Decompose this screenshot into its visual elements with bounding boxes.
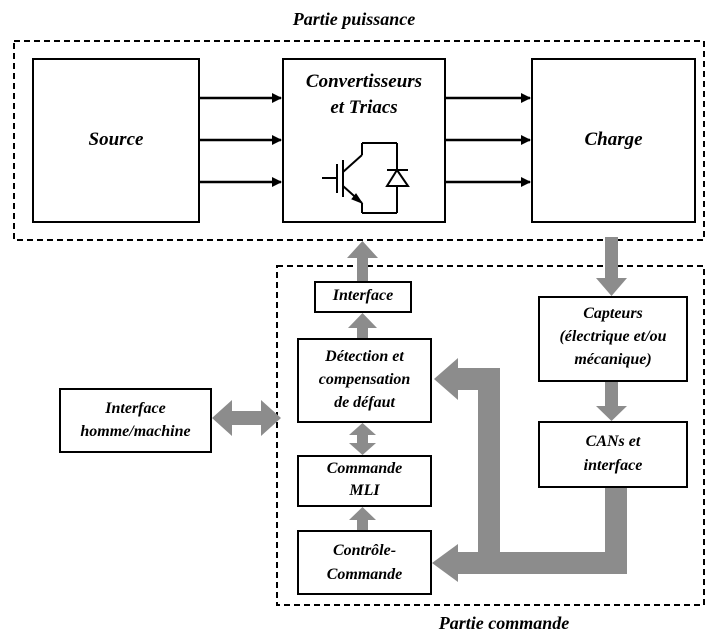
hmi-label-line2: homme/machine [80, 423, 191, 440]
sensors-label-line2: (électrique et/ou [559, 328, 667, 345]
power-section-frame [13, 40, 705, 241]
load-block [531, 58, 696, 223]
adc-block [538, 421, 688, 488]
flow-bus-bottom [458, 552, 627, 574]
converter-label-line1: Convertisseurs [305, 71, 423, 92]
fault-label-line1: Détection et [325, 348, 404, 365]
source-label: Source [88, 129, 144, 150]
flow-arrow-controller-to-pwm [349, 507, 376, 530]
flow-arrow-into-controller [432, 544, 458, 582]
sensors-block [538, 296, 688, 382]
flow-arrow-sensors-to-adc [596, 381, 627, 421]
controller-label-line2: Commande [326, 566, 403, 583]
control-section-title: Partie commande [438, 613, 570, 633]
converter-block [282, 58, 446, 223]
pwm-label-line1: Commande [326, 460, 403, 477]
flow-arrow-into-fault [434, 358, 500, 400]
flow-arrow-fault-pwm [349, 423, 376, 455]
flow-arrow-hmi-fault [212, 400, 281, 436]
converter-label-line2: et Triacs [330, 97, 398, 118]
fault-label-line3: de défaut [334, 394, 395, 411]
interface-label: Interface [332, 287, 394, 304]
source-block [32, 58, 200, 223]
igbt-with-antiparallel-diode-icon [322, 142, 410, 214]
flow-arrow-interface-to-converter [347, 241, 378, 282]
flow-arrow-fault-to-interface [348, 313, 377, 338]
flow-bus-adc-down [605, 487, 627, 563]
fault-block [297, 338, 432, 423]
controller-label-line1: Contrôle- [332, 542, 397, 559]
sensors-label-line3: mécanique) [574, 351, 652, 368]
pwm-label-line2: MLI [349, 482, 380, 499]
flow-arrow-load-to-sensors [596, 237, 627, 296]
controller-block [297, 530, 432, 595]
power-section-title: Partie puissance [292, 9, 416, 29]
flow-bus-vertical [478, 368, 500, 564]
hmi-label-line1: Interface [105, 400, 166, 417]
control-section-frame [276, 265, 705, 606]
load-label: Charge [584, 129, 643, 150]
pwm-block [297, 455, 432, 507]
adc-label-line2: interface [583, 457, 643, 474]
adc-label-line1: CANs et [585, 433, 641, 450]
hmi-block [59, 388, 212, 453]
interface-block [314, 281, 412, 313]
fault-label-line2: compensation [318, 371, 411, 388]
sensors-label-line1: Capteurs [583, 305, 643, 322]
